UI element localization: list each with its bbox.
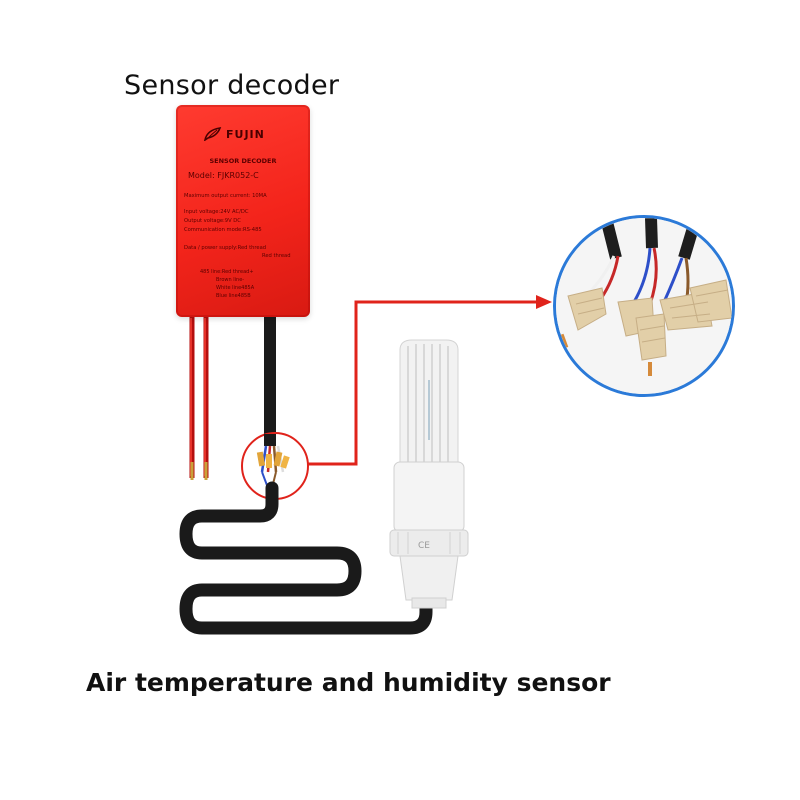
decoder-485-line-3: White line485A <box>216 285 255 291</box>
decoder-data-power-1: Data / power supply:Red thread <box>184 245 267 251</box>
sensor-decoder-title: Sensor decoder <box>124 70 340 101</box>
decoder-model: Model: FJKR052-C <box>188 171 259 180</box>
leaf-logo-icon <box>204 127 222 141</box>
air-sensor-title: Air temperature and humidity sensor <box>86 668 611 697</box>
sensor-cable <box>179 481 433 635</box>
decoder-output-voltage: Output voltage:9V DC <box>184 218 241 224</box>
wire-connectors-illustration <box>556 218 732 394</box>
wire-connector-closeup <box>553 215 735 397</box>
decoder-logo: FUJIN <box>204 127 265 141</box>
decoder-data-power-2: Red thread <box>262 253 291 259</box>
decoder-input-voltage: Input voltage:24V AC/DC <box>184 209 249 215</box>
decoder-communication-mode: Communication mode:RS-485 <box>184 227 262 233</box>
decoder-brand: FUJIN <box>226 127 265 141</box>
humidity-sensor: CE <box>389 339 469 609</box>
zoom-arrow <box>308 295 552 466</box>
decoder-485-line-4: Blue line485B <box>216 293 251 299</box>
decoder-485-line-1: 485 line:Red thread+ <box>200 269 254 275</box>
power-wires <box>189 317 209 480</box>
decoder-header: SENSOR DECODER <box>209 157 277 165</box>
ce-mark: CE <box>418 541 430 551</box>
decoder-485-line-2: Brown line- <box>216 277 245 283</box>
sensor-decoder-box: FUJIN SENSOR DECODER Model: FJKR052-C Ma… <box>176 105 310 317</box>
decoder-max-current: Maximum output current: 10MA <box>184 193 267 199</box>
